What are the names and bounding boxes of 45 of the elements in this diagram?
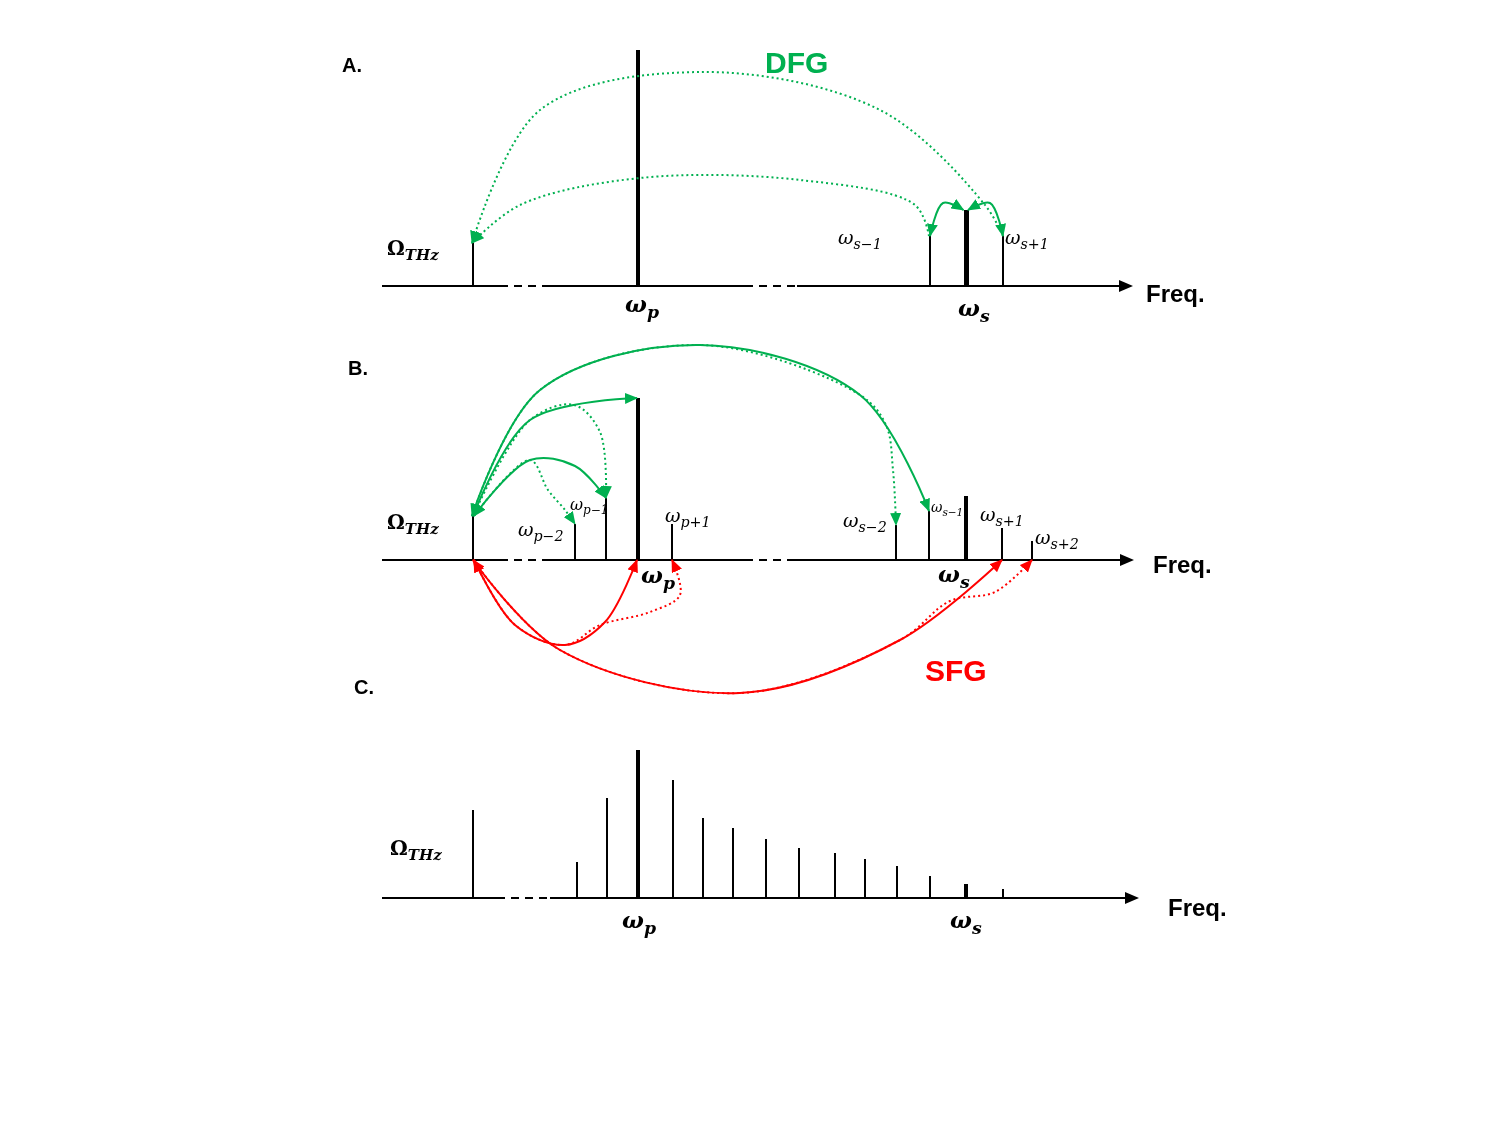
spectral-line — [472, 243, 474, 286]
arrow — [472, 392, 638, 517]
spectral-line — [671, 524, 673, 560]
axis-label: Freq. — [1168, 896, 1227, 920]
arrow — [473, 459, 576, 525]
frequency-label: ω$_{s}$ — [950, 908, 982, 937]
spectral-line — [472, 516, 474, 560]
spectral-line — [895, 525, 897, 560]
frequency-label: ω$_{p−2}$ — [518, 520, 564, 544]
spectral-line — [605, 498, 607, 560]
arrow — [473, 559, 638, 647]
spectral-line — [574, 524, 576, 560]
frequency-label: ω$_{s+2}$ — [1035, 528, 1079, 552]
arrow — [473, 559, 682, 647]
arrow — [472, 403, 612, 517]
frequency-label: ω$_{s+1}$ — [1005, 228, 1049, 252]
frequency-label: ω$_{s+1}$ — [980, 505, 1024, 529]
spectral-line — [1001, 528, 1003, 560]
spectral-line — [1002, 236, 1004, 286]
frequency-label: ω$_{s−1}$ — [931, 500, 964, 518]
frequency-label: ω$_{p}$ — [641, 563, 675, 592]
process-label: SFG — [925, 656, 987, 686]
frequency-label: ω$_{p}$ — [625, 292, 659, 321]
process-label: DFG — [765, 48, 829, 78]
panel-label: C. — [354, 677, 374, 697]
arrow — [927, 199, 965, 237]
spectral-line — [1031, 541, 1033, 560]
panel-label: A. — [342, 55, 362, 75]
panel-label: B. — [348, 358, 368, 378]
axis-label: Freq. — [1146, 282, 1205, 306]
frequency-label: ω$_{s−1}$ — [838, 228, 882, 252]
spectral-line — [928, 511, 930, 560]
frequency-label: ω$_{s}$ — [938, 562, 970, 591]
frequency-label: ω$_{s}$ — [958, 296, 990, 325]
frequency-label: ω$_{p+1}$ — [665, 506, 711, 530]
spectral-line — [929, 236, 931, 286]
frequency-label: ω$_{p}$ — [622, 908, 656, 937]
arrow — [471, 173, 930, 244]
axis-label: Freq. — [1153, 553, 1212, 577]
arrow — [967, 199, 1006, 237]
frequency-label: Ω$_{THz}$ — [387, 238, 439, 263]
frequency-label: Ω$_{THz}$ — [390, 838, 442, 863]
frequency-label: ω$_{s−2}$ — [843, 511, 887, 535]
frequency-label: Ω$_{THz}$ — [387, 512, 439, 537]
arrow — [473, 456, 607, 517]
